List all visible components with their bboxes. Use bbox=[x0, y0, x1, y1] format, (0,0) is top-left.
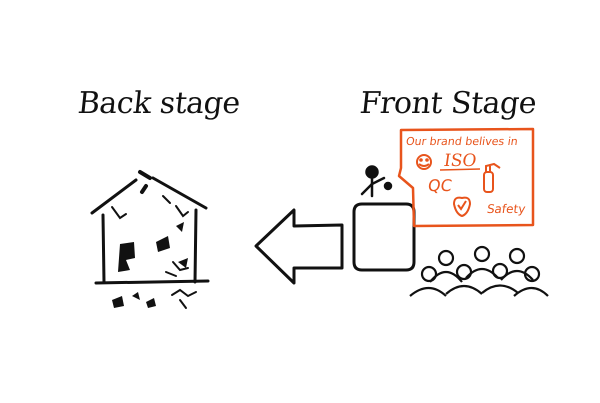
left-arrow-icon bbox=[254, 208, 344, 285]
shield-check-icon bbox=[452, 196, 472, 218]
qc-label: QC bbox=[426, 176, 454, 195]
broken-house-icon bbox=[90, 170, 210, 309]
speech-bubble bbox=[397, 127, 535, 228]
safety-label: Safety bbox=[486, 202, 527, 216]
rubble-icon bbox=[112, 222, 188, 308]
podium-icon bbox=[352, 202, 416, 272]
iso-underline bbox=[439, 168, 481, 171]
iso-label: ISO bbox=[442, 151, 478, 171]
brand-statement: Our brand belives in bbox=[405, 135, 519, 148]
smiley-badge-icon bbox=[416, 154, 432, 170]
audience-icon bbox=[409, 245, 549, 297]
presenter-icon bbox=[360, 165, 393, 198]
fire-extinguisher-icon bbox=[483, 162, 501, 193]
